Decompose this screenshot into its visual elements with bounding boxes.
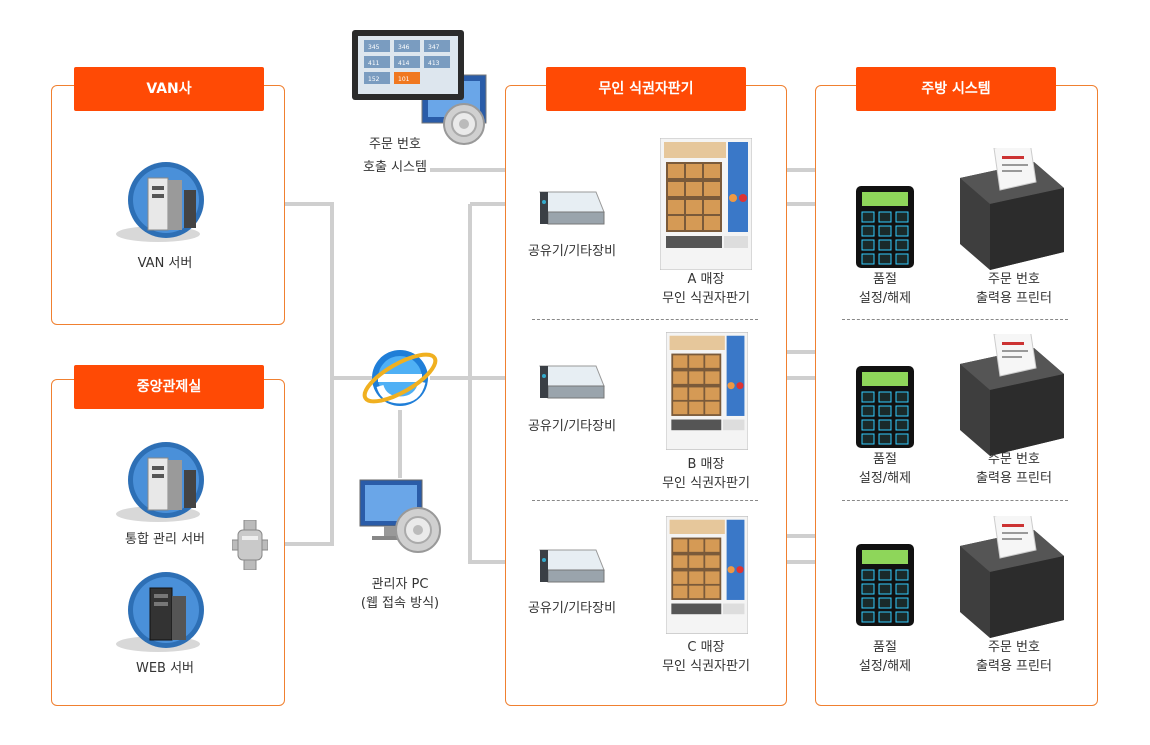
- printer-label-1: 주문 번호: [988, 640, 1040, 655]
- router-icon: [539, 549, 605, 583]
- store-divider-1: [532, 319, 758, 320]
- van-server-label: VAN 서버: [137, 256, 193, 271]
- server-icon: [116, 162, 204, 242]
- router-label: 공유기/기타장비: [527, 244, 617, 259]
- pc-tower-icon: [116, 572, 204, 652]
- keypad-label-2: 설정/해제: [858, 471, 912, 486]
- section-title-center: 중앙관제실: [74, 365, 264, 409]
- keypad-icon: [856, 544, 914, 626]
- keypad-label-2: 설정/해제: [858, 291, 912, 306]
- receipt-printer-icon: [960, 516, 1064, 638]
- printer-label-2: 출력용 프린터: [976, 291, 1052, 306]
- monitor-cell-text: 411: [368, 60, 380, 67]
- section-title-kiosk: 무인 식권자판기: [546, 67, 746, 111]
- kiosk-icon: [660, 138, 752, 270]
- web-server-label: WEB 서버: [135, 661, 195, 676]
- printer-label-2: 출력용 프린터: [976, 471, 1052, 486]
- keypad-label-1: 품절: [873, 640, 897, 655]
- admin-pc-icon: [359, 479, 441, 553]
- monitor-cell-text: 346: [398, 44, 410, 51]
- router-icon: [539, 191, 605, 225]
- monitor-cell-text: 345: [368, 44, 380, 51]
- kitchen-divider-2: [842, 500, 1068, 501]
- kiosk-label-1: A 매장: [687, 272, 725, 287]
- printer-label-1: 주문 번호: [988, 452, 1040, 467]
- kiosk-label-2: 무인 식권자판기: [662, 476, 750, 491]
- call-system-label-1: 주문 번호: [369, 137, 421, 152]
- store-divider-2: [532, 500, 758, 501]
- keypad-icon: [856, 186, 914, 268]
- kiosk-label-1: B 매장: [687, 457, 725, 472]
- internet-explorer-icon: [362, 350, 438, 406]
- keypad-label-2: 설정/해제: [858, 659, 912, 674]
- kiosk-label-1: C 매장: [687, 640, 725, 655]
- keypad-icon: [856, 366, 914, 448]
- integrated-server-label: 통합 관리 서버: [124, 532, 206, 547]
- monitor-cell-text: 413: [428, 60, 440, 67]
- kiosk-label-2: 무인 식권자판기: [662, 659, 750, 674]
- keypad-label-1: 품절: [873, 272, 897, 287]
- kitchen-divider-1: [842, 319, 1068, 320]
- keypad-label-1: 품절: [873, 452, 897, 467]
- kiosk-icon: [666, 516, 748, 634]
- router-label: 공유기/기타장비: [527, 419, 617, 434]
- kiosk-icon: [666, 332, 748, 450]
- call-display-monitor-icon: 345 346 347 411 414 413 152 101: [352, 30, 487, 145]
- section-title-kitchen: 주방 시스템: [856, 67, 1056, 111]
- call-system-label-2: 호출 시스템: [363, 160, 427, 175]
- monitor-cell-text: 414: [398, 60, 410, 67]
- printer-label-2: 출력용 프린터: [976, 659, 1052, 674]
- printer-label-1: 주문 번호: [988, 272, 1040, 287]
- server-icon: [116, 442, 204, 522]
- receipt-printer-icon: [960, 148, 1064, 270]
- admin-pc-label-1: 관리자 PC: [371, 577, 429, 592]
- router-label: 공유기/기타장비: [527, 601, 617, 616]
- monitor-cell-text: 152: [368, 76, 380, 83]
- receipt-printer-icon: [960, 334, 1064, 456]
- section-title-van: VAN사: [74, 67, 264, 111]
- kiosk-label-2: 무인 식권자판기: [662, 291, 750, 306]
- monitor-cell-text: 101: [398, 76, 410, 83]
- network-switch-icon: [232, 520, 268, 570]
- monitor-cell-text: 347: [428, 44, 440, 51]
- admin-pc-label-2: (웹 접속 방식): [360, 596, 440, 611]
- router-icon: [539, 365, 605, 399]
